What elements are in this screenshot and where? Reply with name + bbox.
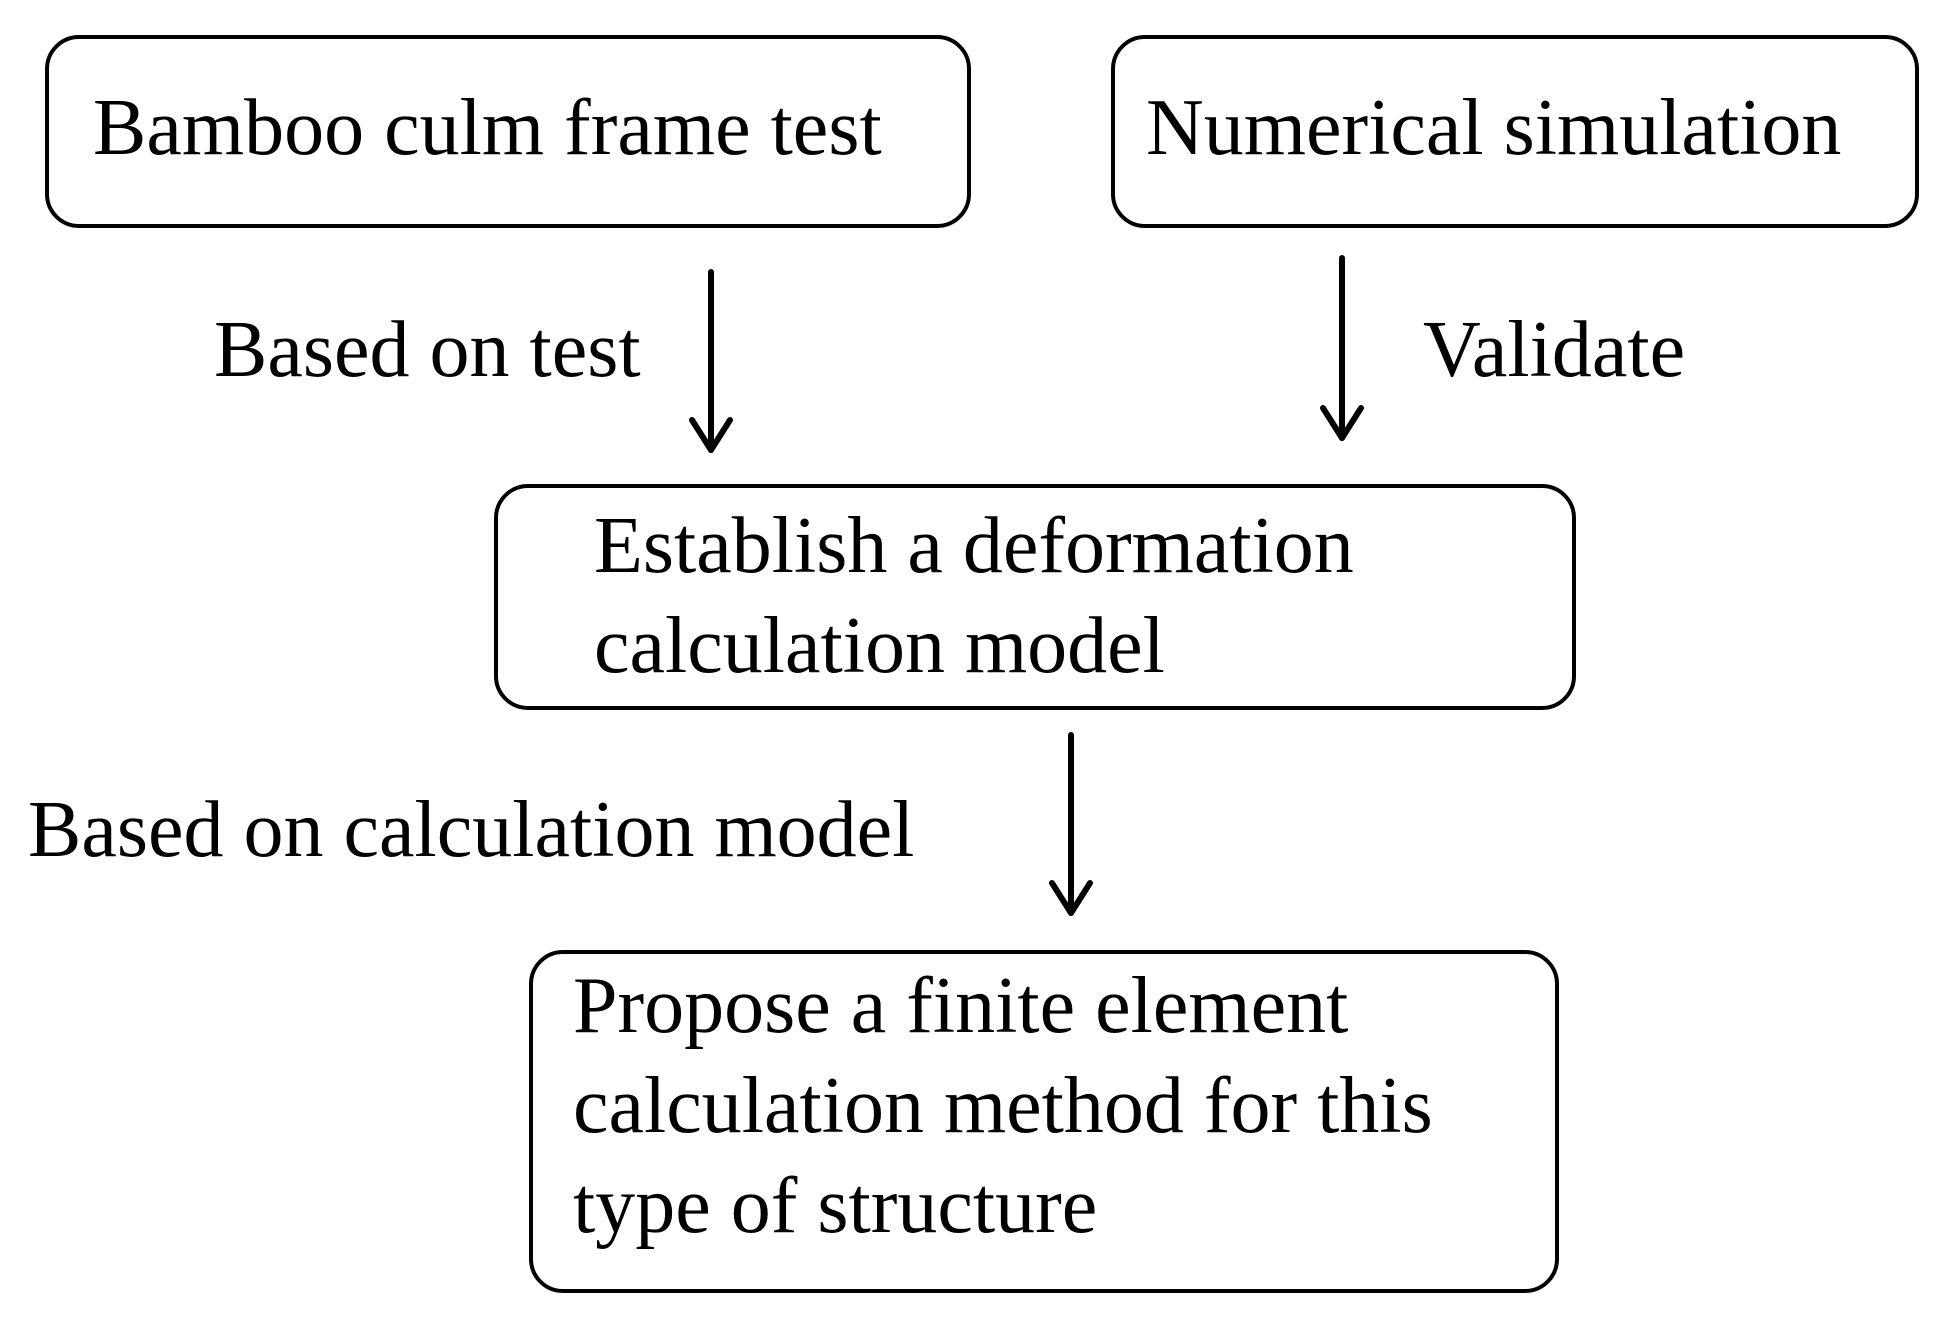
box-finite-element-method bbox=[529, 950, 1559, 1293]
finite-element-line1: Propose a finite element bbox=[573, 962, 1349, 1050]
box-numerical-simulation bbox=[1111, 35, 1919, 228]
label-based-on-calculation-model: Based on calculation model bbox=[28, 786, 915, 874]
label-validate: Validate bbox=[1423, 306, 1686, 394]
box-deformation-model bbox=[494, 484, 1576, 710]
box-bamboo-culm-frame-test bbox=[45, 35, 971, 228]
deformation-model-line1: Establish a deformation bbox=[594, 502, 1354, 590]
deformation-model-line2: calculation model bbox=[594, 602, 1165, 690]
arrow-test-to-model bbox=[689, 269, 733, 453]
label-based-on-test: Based on test bbox=[214, 306, 641, 394]
bamboo-test-text: Bamboo culm frame test bbox=[93, 84, 882, 172]
finite-element-line3: type of structure bbox=[573, 1162, 1098, 1250]
arrow-model-to-method bbox=[1049, 732, 1093, 916]
numerical-simulation-text: Numerical simulation bbox=[1146, 84, 1842, 172]
finite-element-line2: calculation method for this bbox=[573, 1062, 1433, 1150]
arrow-simulation-to-model bbox=[1320, 255, 1364, 441]
